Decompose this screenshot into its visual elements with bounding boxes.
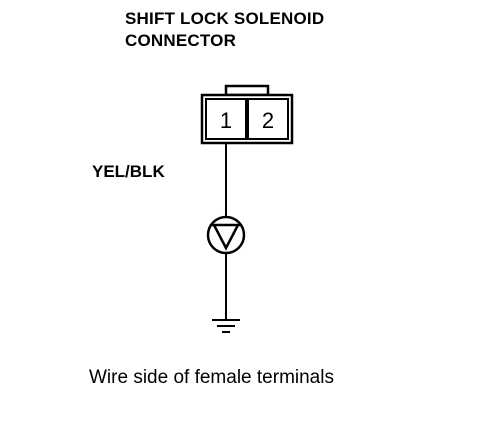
connector-pin-2-cell xyxy=(247,98,289,140)
connector-pin-2-label: 2 xyxy=(262,108,274,133)
voltmeter-v-glyph xyxy=(212,224,240,251)
ground-icon xyxy=(212,319,240,333)
title-line-2: CONNECTOR xyxy=(125,31,237,50)
connector-pin-1-label: 1 xyxy=(220,108,232,133)
wire-color-label: YEL/BLK xyxy=(92,162,165,181)
connector-pin-1-cell xyxy=(205,98,247,140)
title-line-1: SHIFT LOCK SOLENOID xyxy=(125,9,325,28)
diagram-title: SHIFT LOCK SOLENOID CONNECTOR xyxy=(125,8,324,52)
connector-latch xyxy=(224,84,270,97)
diagram-caption: Wire side of female terminals xyxy=(89,367,334,388)
